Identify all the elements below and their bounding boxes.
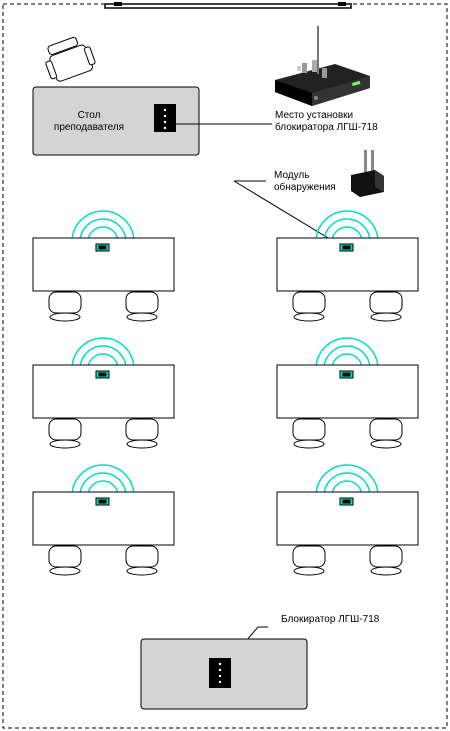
student-desk-left-row-3	[32, 464, 175, 576]
blackboard	[104, 3, 352, 9]
chair-icon	[45, 36, 96, 82]
teacher-desk-label: Стол преподавателя	[44, 110, 134, 134]
blocker-bottom-label: Блокиратор ЛГШ-718	[281, 614, 380, 625]
detection-module-icon	[351, 150, 384, 197]
student-desk-right-row-2	[276, 337, 419, 449]
blackboard-mount-left	[114, 2, 122, 6]
jammer-device-icon	[275, 26, 370, 106]
module-label-line2: обнаружения	[274, 182, 336, 193]
bottom-desk-blocker	[209, 658, 231, 688]
student-desk-left-row-1	[32, 210, 175, 322]
teacher-desk-label-line2: преподавателя	[53, 122, 125, 133]
blocker-place-label-line2: блокиратора ЛГШ-718	[275, 122, 378, 133]
module-label: Модуль обнаружения	[274, 170, 336, 194]
teacher-desk-label-line1: Стол	[77, 110, 101, 121]
blocker-place-label: Место установки блокиратора ЛГШ-718	[275, 110, 378, 134]
room-border	[2, 3, 448, 729]
student-desk-right-row-1	[276, 210, 419, 322]
student-desk-right-row-3	[276, 464, 419, 576]
blackboard-mount-right	[338, 2, 346, 6]
blocker-place-label-line1: Место установки	[275, 110, 354, 121]
student-desk-left-row-2	[32, 337, 175, 449]
module-label-line1: Модуль	[274, 170, 310, 181]
teacher-desk-blocker	[154, 104, 176, 132]
